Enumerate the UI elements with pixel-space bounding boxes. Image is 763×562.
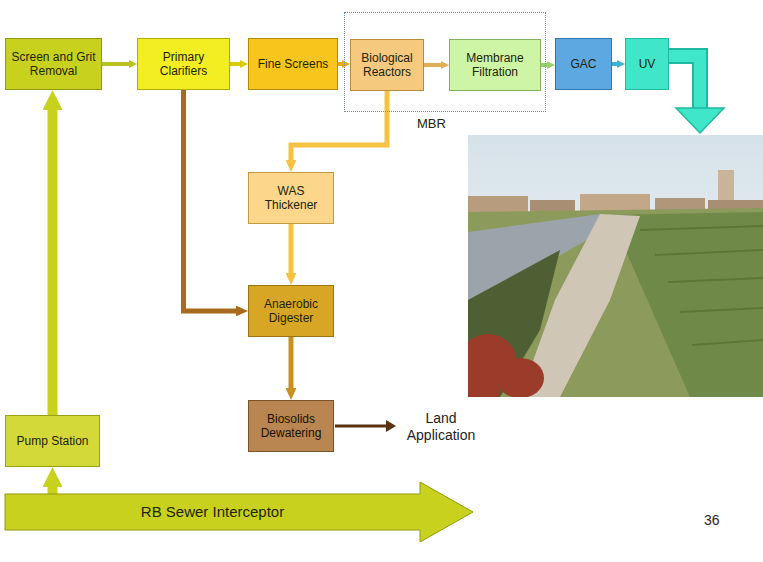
process-box: Membrane Filtration bbox=[449, 39, 541, 91]
uv-arrow-outline bbox=[669, 56, 700, 110]
node-label: WAS Thickener bbox=[253, 184, 329, 213]
stream-photo bbox=[468, 135, 763, 397]
flow-arrow bbox=[541, 63, 548, 67]
group-label: MBR bbox=[417, 116, 446, 132]
flow-arrow bbox=[184, 90, 238, 311]
node-label: UV bbox=[639, 57, 656, 71]
node-label: Pump Station bbox=[16, 434, 88, 448]
node-label: Biosolids Dewatering bbox=[253, 412, 329, 441]
photo-red-shrubs bbox=[468, 334, 544, 397]
mbr-group: MBRBiological ReactorsMembrane Filtratio… bbox=[344, 12, 546, 112]
node-label: Fine Screens bbox=[258, 57, 329, 71]
flow-arrow bbox=[612, 62, 618, 66]
land-application-arrow bbox=[335, 420, 396, 432]
uv-arrow-head bbox=[676, 108, 724, 133]
node-label: Primary Clarifiers bbox=[142, 50, 225, 79]
photo-crops bbox=[610, 212, 763, 397]
process-box: Biosolids Dewatering bbox=[248, 400, 334, 452]
flow-arrow bbox=[289, 224, 294, 274]
process-box: Biological Reactors bbox=[350, 39, 424, 91]
node-label: Membrane Filtration bbox=[454, 51, 536, 80]
node-label: Biological Reactors bbox=[355, 51, 419, 80]
flow-arrow bbox=[102, 62, 130, 66]
flow-arrow bbox=[230, 62, 241, 66]
flow-arrow bbox=[289, 337, 294, 389]
uv-arrow-body bbox=[669, 56, 700, 110]
destination-label: Land Application bbox=[398, 410, 484, 444]
photo-buildings bbox=[468, 170, 763, 214]
process-box: Primary Clarifiers bbox=[137, 38, 230, 90]
interceptor-arrow: RB Sewer Interceptor bbox=[5, 494, 420, 530]
node-label: GAC bbox=[570, 57, 596, 71]
flow-arrow bbox=[48, 485, 58, 494]
land-arrow-line bbox=[335, 425, 388, 428]
uv-outflow-arrow bbox=[669, 56, 724, 133]
process-box: WAS Thickener bbox=[248, 172, 334, 224]
process-box: Fine Screens bbox=[248, 38, 338, 90]
node-label: Anaerobic Digester bbox=[253, 297, 329, 326]
node-label: Screen and Grit Removal bbox=[10, 50, 97, 79]
photo-crop-rows bbox=[640, 226, 763, 345]
process-box: UV bbox=[625, 38, 669, 90]
process-box: GAC bbox=[555, 38, 612, 90]
flow-arrow bbox=[291, 91, 387, 161]
land-arrow-head bbox=[386, 420, 396, 432]
node-label: RB Sewer Interceptor bbox=[141, 503, 284, 521]
page-number: 36 bbox=[704, 512, 734, 529]
flow-arrow bbox=[48, 108, 58, 415]
flow-arrow bbox=[338, 62, 343, 66]
process-box: Pump Station bbox=[5, 415, 100, 467]
process-box: Anaerobic Digester bbox=[248, 285, 334, 337]
interceptor-arrow-body bbox=[5, 482, 473, 542]
flow-arrow bbox=[424, 63, 442, 67]
photo-field bbox=[468, 208, 763, 397]
process-box: Screen and Grit Removal bbox=[5, 38, 102, 90]
